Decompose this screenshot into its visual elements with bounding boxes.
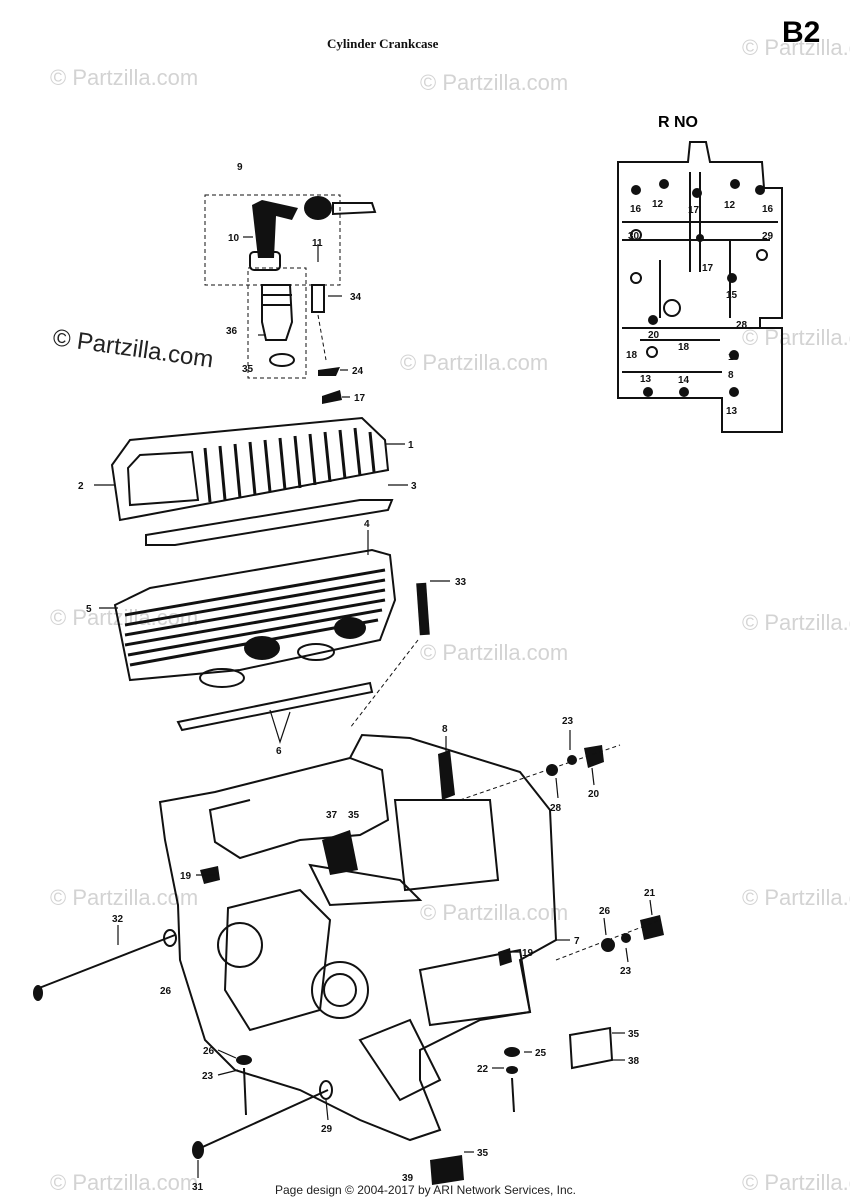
callout-11: 11 (312, 238, 323, 249)
inset-callout-12a: 12 (652, 199, 664, 210)
inset-callout-30: 30 (628, 231, 640, 242)
spark-plug-group (204, 194, 377, 404)
watermark-9: © Partzilla.com (50, 885, 198, 910)
inset-callout-17a: 17 (688, 205, 700, 216)
inset-callout-18b: 18 (626, 350, 638, 361)
callout-22: 22 (477, 1064, 489, 1075)
inset-callout-19: 19 (728, 352, 740, 363)
callout-21: 21 (644, 888, 656, 899)
crankcase (158, 733, 558, 1142)
watermark-2: © Partzilla.com (420, 70, 568, 95)
callout-2: 2 (78, 481, 84, 492)
inset-callout-20: 20 (648, 330, 660, 341)
inset-crankcase-view: 16 12 17 12 16 30 29 17 15 28 20 18 18 1… (617, 141, 783, 433)
callout-6: 6 (276, 746, 282, 757)
watermark-13: © Partzilla.com (742, 1170, 850, 1195)
diagram-title: Cylinder Crankcase (327, 36, 439, 51)
callout-28a: 28 (550, 803, 562, 814)
callout-35c: 35 (628, 1029, 640, 1040)
watermark-11: © Partzilla.com (742, 885, 850, 910)
leader-lines (94, 236, 661, 1178)
callout-8: 8 (442, 724, 448, 735)
inset-callout-13a: 13 (640, 374, 652, 385)
watermark-12: © Partzilla.com (50, 1170, 198, 1195)
callout-35d: 35 (477, 1148, 489, 1159)
callout-24: 24 (352, 366, 364, 377)
inset-callout-15: 15 (726, 290, 738, 301)
callout-26c: 26 (203, 1046, 215, 1057)
callout-37: 37 (326, 810, 338, 821)
callout-19a: 19 (180, 871, 192, 882)
callout-3: 3 (411, 481, 417, 492)
callout-36: 36 (226, 326, 238, 337)
callout-19b: 19 (522, 948, 534, 959)
inset-callout-28: 28 (736, 320, 748, 331)
callout-35b: 35 (348, 810, 360, 821)
callout-38: 38 (628, 1056, 640, 1067)
callout-9: 9 (237, 162, 243, 173)
watermark-8: © Partzilla.com (742, 610, 850, 635)
callout-23c: 23 (202, 1071, 214, 1082)
inset-callout-8: 8 (728, 370, 734, 381)
inset-callout-12b: 12 (724, 200, 736, 211)
callout-26a: 26 (160, 986, 172, 997)
callout-10: 10 (228, 233, 240, 244)
inset-callout-16a: 16 (630, 204, 642, 215)
inset-callout-18a: 18 (678, 342, 690, 353)
callout-23b: 23 (620, 966, 632, 977)
callout-31: 31 (192, 1182, 204, 1193)
watermark-7: © Partzilla.com (420, 640, 568, 665)
callout-39: 39 (402, 1173, 414, 1184)
watermark-5: © Partzilla.com (742, 325, 850, 350)
callout-1: 1 (408, 440, 414, 451)
cylinder-block (113, 548, 430, 732)
callout-29: 29 (321, 1124, 333, 1135)
callout-32: 32 (112, 914, 124, 925)
watermark-10: © Partzilla.com (420, 900, 568, 925)
page-code: B2 (782, 16, 820, 49)
watermark-large: © Partzilla.com (51, 324, 215, 373)
watermark-1: © Partzilla.com (50, 65, 198, 90)
callout-26b: 26 (599, 906, 611, 917)
callout-17: 17 (354, 393, 366, 404)
callout-33: 33 (455, 577, 467, 588)
callout-35a: 35 (242, 364, 254, 375)
callout-5: 5 (86, 604, 92, 615)
inset-callout-16b: 16 (762, 204, 774, 215)
inset-callout-17b: 17 (702, 263, 714, 274)
watermark-4: © Partzilla.com (400, 350, 548, 375)
inset-label: R NO (658, 114, 698, 131)
inset-callout-14: 14 (678, 375, 690, 386)
hardware (33, 745, 664, 1185)
inset-callout-13b: 13 (726, 406, 738, 417)
callout-labels: 9 10 11 34 36 35 24 17 1 2 3 4 5 33 6 8 … (78, 162, 656, 1193)
callout-4: 4 (364, 519, 370, 530)
callout-20: 20 (588, 789, 600, 800)
callout-34: 34 (350, 292, 362, 303)
footer-copyright: Page design © 2004-2017 by ARI Network S… (275, 1183, 576, 1197)
callout-25: 25 (535, 1048, 547, 1059)
inset-callout-29: 29 (762, 231, 774, 242)
head-cover (110, 416, 394, 546)
callout-23a: 23 (562, 716, 574, 727)
callout-7: 7 (574, 936, 580, 947)
watermark-3: © Partzilla.com (742, 35, 850, 60)
